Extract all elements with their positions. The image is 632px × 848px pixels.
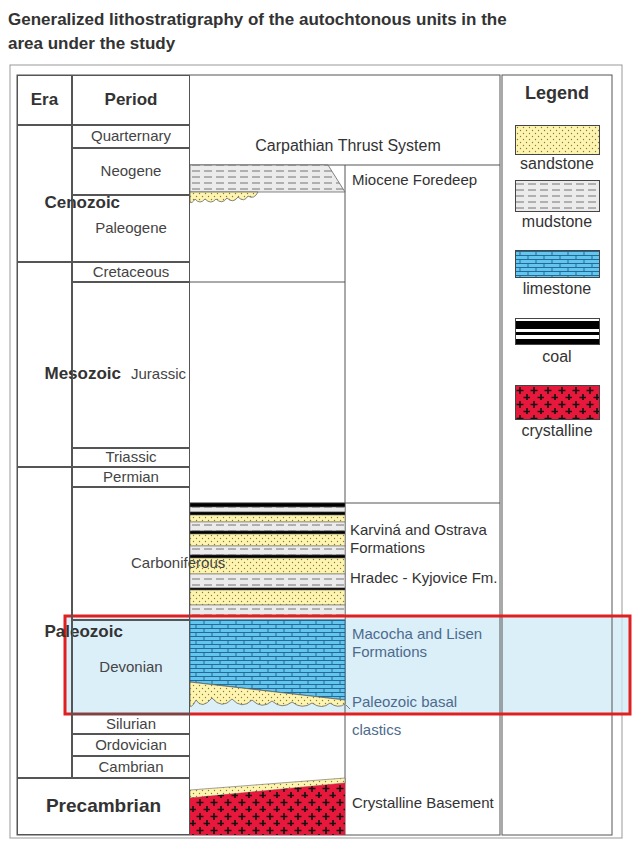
period-name: Triassic	[105, 449, 156, 466]
era-cell: Period	[72, 75, 190, 125]
era-name: Period	[105, 91, 158, 110]
legend-text: mudstone	[502, 213, 612, 231]
period-name: Silurian	[106, 716, 156, 733]
diagram-title: Generalized lithostratigraphy of the aut…	[8, 8, 543, 56]
period-cell: Neogene	[72, 148, 190, 195]
era-name: Era	[31, 91, 58, 110]
period-name: Cretaceous	[93, 264, 170, 281]
period-cell: Devonian	[72, 620, 190, 714]
era-cell: Paleozoic	[17, 467, 72, 778]
era-name: Mesozoic	[45, 364, 122, 383]
period-name: Neogene	[101, 163, 162, 180]
period-cell: Carboniferous	[72, 487, 190, 620]
era-name: Paleozoic	[45, 622, 123, 641]
period-name: Jurassic	[131, 365, 186, 382]
formation-label: Macocha and Lisen Formations	[352, 625, 498, 661]
period-cell: Cambrian	[72, 756, 190, 778]
swatch-pattern	[516, 319, 600, 345]
formation-label: Miocene Foredeep	[352, 171, 497, 189]
legend-swatch	[515, 318, 600, 345]
period-cell: Quarternary	[72, 125, 190, 148]
legend-heading: Legend	[502, 84, 612, 102]
formation-label: Paleozoic basal clastics	[352, 688, 474, 744]
legend-text: crystalline	[502, 422, 612, 440]
swatch-pattern	[516, 251, 600, 278]
era-cell: Era	[17, 75, 72, 125]
formation-label: Karviná and Ostrava Formations	[350, 521, 498, 557]
period-name: Ordovician	[95, 737, 167, 754]
period-name: Devonian	[99, 659, 162, 676]
formation-label: Crystalline Basement	[352, 794, 498, 812]
period-name: Quarternary	[91, 128, 171, 145]
legend-swatch	[515, 180, 600, 212]
swatch-pattern	[516, 126, 600, 155]
formation-label: Carpathian Thrust System	[228, 137, 468, 155]
formation-label: Hradec - Kyjovice Fm.	[350, 569, 498, 587]
legend-text: coal	[502, 348, 612, 366]
period-name: Cambrian	[98, 759, 163, 776]
period-cell: Triassic	[72, 448, 190, 467]
swatch-pattern	[516, 386, 600, 420]
swatch-pattern	[516, 181, 600, 212]
period-name: Carboniferous	[131, 554, 225, 571]
legend-text: limestone	[502, 280, 612, 298]
period-name: Permian	[103, 469, 159, 486]
era-cell: Precambrian	[17, 778, 190, 835]
era-cell: Mesozoic	[17, 262, 72, 467]
legend-swatch	[515, 125, 600, 155]
era-name: Precambrian	[46, 796, 161, 817]
period-cell: Cretaceous	[72, 262, 190, 282]
period-cell: Paleogene	[72, 195, 190, 262]
period-cell: Permian	[72, 467, 190, 487]
period-name: Paleogene	[95, 220, 167, 237]
legend-swatch	[515, 385, 600, 420]
period-cell: Silurian	[72, 714, 190, 734]
legend-text: sandstone	[502, 155, 612, 173]
period-cell: Jurassic	[72, 282, 190, 448]
period-cell: Ordovician	[72, 734, 190, 756]
era-cell: Cenozoic	[17, 125, 72, 262]
legend-swatch	[515, 250, 600, 278]
